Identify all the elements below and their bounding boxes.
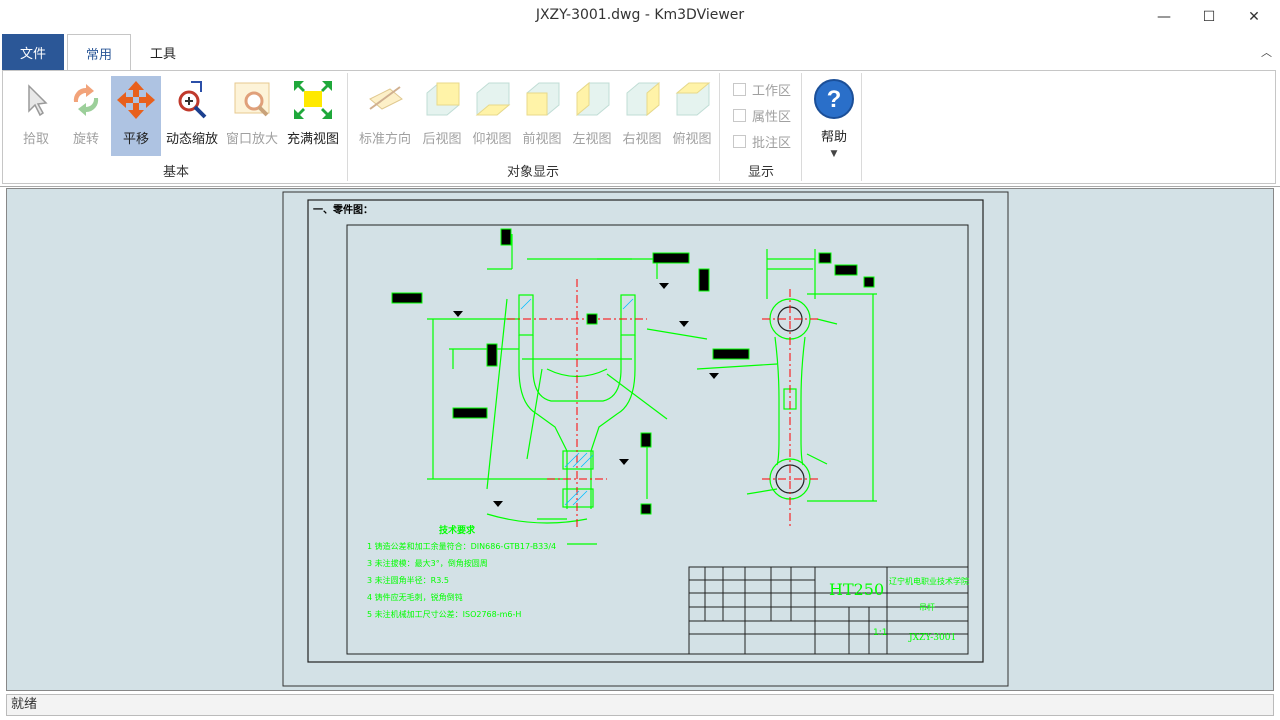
group-separator	[719, 73, 720, 181]
cursor-arrow-icon	[14, 78, 58, 122]
help-button[interactable]: ? 帮助 ▼	[809, 76, 859, 159]
tab-tools[interactable]: 工具	[149, 46, 176, 62]
status-bar: 就绪	[6, 694, 1274, 716]
tech-note-2: 3 未注拔模：最大3°，倒角按圆周	[367, 558, 488, 568]
tech-note-4: 4 铸件应无毛刺，锐角倒钝	[367, 592, 463, 602]
cube-back-icon	[420, 78, 464, 122]
zoom-window-icon	[230, 78, 274, 122]
pick-button[interactable]: 拾取	[11, 76, 61, 156]
cad-drawing: 一、零件图： 技术要求 1 铸造公差和加工余量符合：DIN686-GTB17-B…	[282, 191, 1009, 687]
bottom-view-button[interactable]: 仰视图	[467, 76, 517, 156]
title-bar: JXZY-3001.dwg - Km3DViewer — ☐ ✕	[0, 0, 1280, 33]
iso-view-button[interactable]: 标准方向	[355, 76, 415, 156]
close-button[interactable]: ✕	[1248, 8, 1260, 25]
part-name-label: 吊杆	[919, 602, 935, 612]
collapse-ribbon-icon[interactable]: ︿	[1261, 46, 1272, 59]
drawing-number-label: JXZY-3001	[908, 633, 956, 643]
minimize-button[interactable]: —	[1157, 8, 1171, 25]
window-zoom-button[interactable]: 窗口放大	[223, 76, 281, 156]
iso-view-icon	[363, 78, 407, 122]
right-view-button[interactable]: 右视图	[617, 76, 667, 156]
property-area-checkbox[interactable]: 属性区	[733, 105, 791, 125]
tech-title: 技术要求	[439, 524, 476, 536]
help-icon: ?	[812, 78, 856, 120]
group-label-basic: 基本	[162, 165, 189, 180]
pan-button[interactable]: 平移	[111, 76, 161, 156]
group-separator	[801, 73, 802, 181]
cube-right-icon	[620, 78, 664, 122]
top-view-button[interactable]: 俯视图	[667, 76, 717, 156]
group-separator	[347, 73, 348, 181]
part-heading: 一、零件图：	[313, 203, 373, 216]
back-view-button[interactable]: 后视图	[417, 76, 467, 156]
tab-file[interactable]: 文件	[2, 34, 64, 70]
dynamic-zoom-button[interactable]: 动态缩放	[163, 76, 221, 156]
front-view-button[interactable]: 前视图	[517, 76, 567, 156]
move-arrows-icon	[114, 78, 158, 122]
maximize-button[interactable]: ☐	[1202, 8, 1216, 25]
drawing-canvas[interactable]: 一、零件图： 技术要求 1 铸造公差和加工余量符合：DIN686-GTB17-B…	[6, 188, 1274, 691]
group-label-object-display: 对象显示	[506, 165, 559, 180]
status-text: 就绪	[11, 697, 38, 712]
group-label-display: 显示	[747, 165, 774, 180]
cube-left-icon	[570, 78, 614, 122]
company-label: 辽宁机电职业技术学院	[889, 576, 969, 586]
cube-bottom-icon	[470, 78, 514, 122]
group-separator	[861, 73, 862, 181]
work-area-checkbox[interactable]: 工作区	[733, 79, 791, 99]
left-view-button[interactable]: 左视图	[567, 76, 617, 156]
ribbon-tabs: 文件 常用 工具	[0, 34, 1280, 71]
fit-view-icon	[291, 78, 335, 122]
annotation-area-checkbox[interactable]: 批注区	[733, 131, 791, 151]
rotate-icon	[64, 78, 108, 122]
dropdown-arrow-icon[interactable]: ▼	[830, 149, 838, 159]
tech-note-1: 1 铸造公差和加工余量符合：DIN686-GTB17-B33/4	[367, 541, 556, 551]
divider	[0, 186, 1280, 187]
tab-home[interactable]: 常用	[67, 34, 131, 71]
ribbon-panel: 拾取 旋转 平移 动态缩放 窗口放大 充满视图 基本 标准方向	[2, 70, 1276, 184]
svg-text:?: ?	[827, 86, 842, 113]
tech-note-5: 5 未注机械加工尺寸公差：ISO2768-m6-H	[367, 609, 521, 619]
window-title: JXZY-3001.dwg - Km3DViewer	[535, 7, 745, 23]
zoom-dynamic-icon	[170, 78, 214, 122]
cube-top-icon	[670, 78, 714, 122]
cube-front-icon	[520, 78, 564, 122]
material-label: HT250	[829, 580, 884, 599]
fit-view-button[interactable]: 充满视图	[283, 76, 343, 156]
scale-label: 1:1	[873, 628, 887, 638]
rotate-button[interactable]: 旋转	[61, 76, 111, 156]
tech-note-3: 3 未注圆角半径：R3.5	[367, 575, 449, 585]
